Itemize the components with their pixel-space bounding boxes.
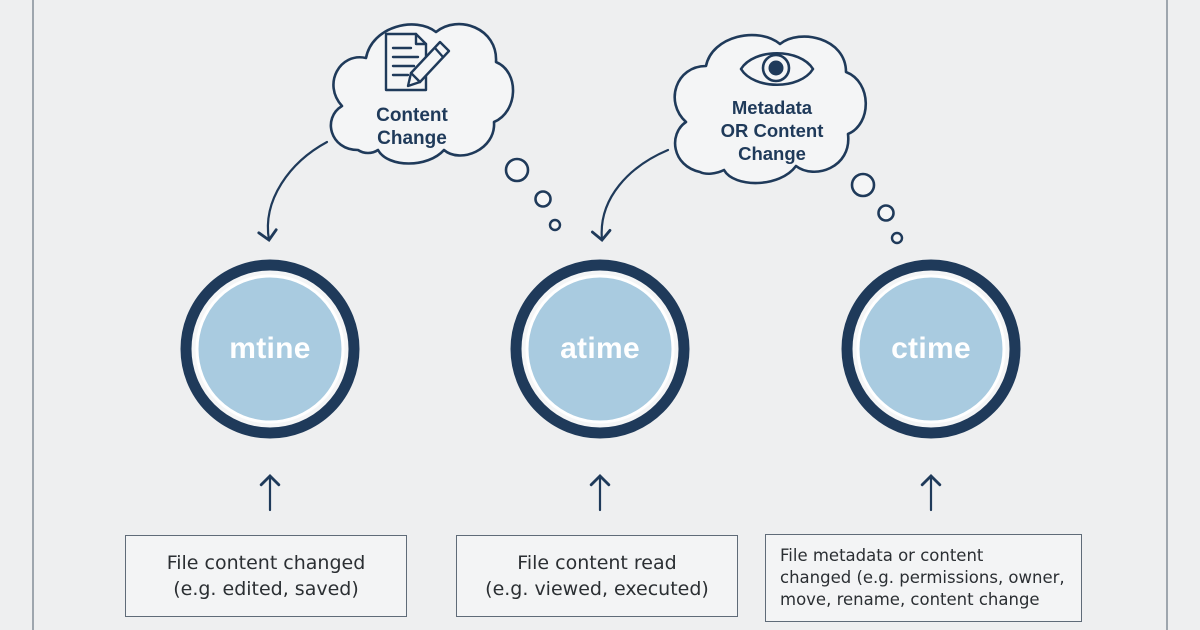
thought-bubble-small <box>548 218 562 232</box>
arrow-cloud-to-atime <box>590 148 670 243</box>
description-line: (e.g. edited, saved) <box>173 578 359 600</box>
description-box-atime: File content read (e.g. viewed, executed… <box>456 535 738 617</box>
description-box-mtime: File content changed (e.g. edited, saved… <box>125 535 407 617</box>
node-ctime-circle <box>841 259 1021 439</box>
cloud-text-metadata-change: Metadata OR Content Change <box>702 96 842 165</box>
document-pencil-icon <box>384 32 451 92</box>
cloud-text-line: Change <box>738 143 806 164</box>
node-label-atime: atime <box>560 332 640 365</box>
description-line: File metadata or content <box>780 546 984 565</box>
thought-bubble-large <box>504 157 530 183</box>
description-line: File content read <box>517 552 677 574</box>
description-line: (e.g. viewed, executed) <box>485 578 709 600</box>
thought-cloud-content-change <box>329 22 515 165</box>
thought-bubble-medium <box>877 204 895 222</box>
cloud-text-line: Metadata <box>731 97 813 118</box>
node-atime-circle <box>510 259 690 439</box>
cloud-text-line: Change <box>377 128 447 149</box>
node-mtime-circle <box>180 259 360 439</box>
thought-bubble-large <box>850 172 876 198</box>
cloud-text-line: Content <box>376 105 448 126</box>
eye-icon <box>739 51 815 87</box>
cloud-text-line: OR Content <box>720 120 824 141</box>
node-label-mtime: mtine <box>229 332 311 365</box>
thought-bubble-medium <box>534 190 552 208</box>
description-box-ctime: File metadata or content changed (e.g. p… <box>765 534 1082 622</box>
description-line: move, rename, content change <box>780 590 1040 609</box>
cloud-text-content-change: Content Change <box>352 104 472 150</box>
thought-cloud-metadata-change <box>673 33 868 185</box>
frame-right-border <box>1166 0 1168 630</box>
description-line: File content changed <box>166 552 366 574</box>
description-line: changed (e.g. permissions, owner, <box>780 568 1065 587</box>
thought-bubble-small <box>890 231 904 245</box>
arrow-cloud-to-mtime <box>257 140 329 242</box>
frame-left-border <box>32 0 34 630</box>
node-label-ctime: ctime <box>891 332 971 365</box>
